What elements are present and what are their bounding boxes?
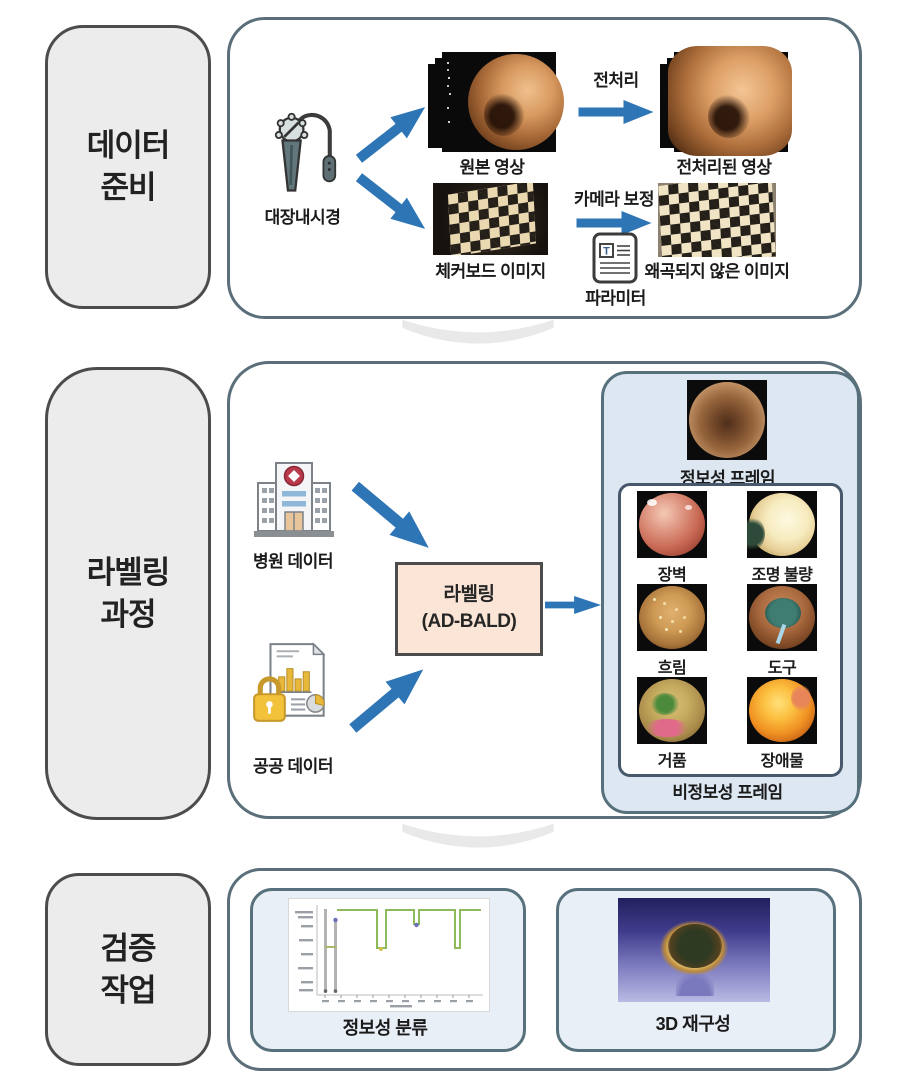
grid-caption-wall: 장벽 bbox=[657, 567, 687, 584]
undistorted-image bbox=[658, 183, 776, 257]
classification-caption: 정보성 분류 bbox=[342, 1018, 428, 1038]
endoscope-caption: 대장내시경 bbox=[264, 208, 341, 227]
chevron-down-1 bbox=[402, 319, 554, 344]
x-axis-title bbox=[390, 1005, 412, 1008]
grid-caption-tool: 도구 bbox=[767, 660, 797, 677]
public-data-icon bbox=[253, 642, 326, 722]
informative-frame-image bbox=[687, 380, 767, 460]
labeling-box-line1: 라벨링 bbox=[443, 584, 495, 606]
arrow-calibration bbox=[558, 211, 670, 235]
parameter-letter: T bbox=[603, 246, 610, 258]
parameter-caption: 파라미터 bbox=[585, 289, 646, 308]
stage-label-text: 검증 작업 bbox=[100, 930, 156, 1008]
grid-image-blur bbox=[637, 584, 707, 651]
3d-reconstruction-image bbox=[618, 898, 770, 1002]
calibration-arrow-label: 카메라 보정 bbox=[574, 190, 654, 209]
grid-image-wall bbox=[637, 491, 707, 558]
labeling-ad-bald-box: 라벨링 (AD-BALD) bbox=[395, 562, 543, 656]
stage-label-text: 라벨링 과정 bbox=[86, 554, 171, 632]
grid-caption-obstacle: 장애물 bbox=[760, 753, 804, 770]
arrow-endoscope-to-checkerboard bbox=[350, 165, 435, 240]
x-axis-tick-labels bbox=[322, 1000, 473, 1003]
hospital-data-caption: 병원 데이터 bbox=[253, 552, 333, 571]
x-axis-ticks bbox=[324, 995, 470, 998]
stage-label-verification: 검증 작업 bbox=[45, 873, 211, 1066]
grid-caption-poor-lighting: 조명 불량 bbox=[751, 567, 813, 584]
checkerboard-caption: 체커보드 이미지 bbox=[435, 262, 546, 281]
classification-line bbox=[337, 909, 481, 949]
y-axis-labels bbox=[295, 911, 313, 992]
reconstruction-box bbox=[556, 888, 836, 1052]
stage-label-text: 데이터 준비 bbox=[86, 128, 171, 205]
grid-caption-blur: 흐림 bbox=[657, 660, 687, 677]
labeling-box-line2: (AD-BALD) bbox=[421, 611, 517, 632]
osd-text-specks bbox=[447, 62, 449, 64]
arrow-hospital-to-labeling bbox=[344, 473, 439, 561]
noninformative-frames-caption: 비정보성 프레임 bbox=[672, 783, 783, 802]
preprocessed-image-stack bbox=[660, 46, 792, 156]
preprocessed-image-caption: 전처리된 영상 bbox=[676, 158, 772, 177]
pie-chart-glyph bbox=[306, 693, 325, 713]
arrow-endoscope-to-original bbox=[350, 95, 435, 170]
arrow-labeling-to-results bbox=[545, 593, 601, 617]
grid-image-poor-lighting bbox=[747, 491, 817, 558]
chevron-down-2 bbox=[402, 823, 554, 848]
original-image-stack bbox=[428, 52, 564, 152]
grid-image-tool bbox=[747, 584, 817, 651]
undistorted-caption: 왜곡되지 않은 이미지 bbox=[644, 262, 790, 281]
arrow-public-to-labeling bbox=[342, 656, 434, 741]
classification-chart bbox=[288, 898, 490, 1012]
endoscope-icon bbox=[274, 112, 337, 192]
reconstruction-caption: 3D 재구성 bbox=[655, 1014, 731, 1034]
stage-label-data-preparation: 데이터 준비 bbox=[45, 25, 211, 309]
original-image-caption: 원본 영상 bbox=[459, 158, 525, 177]
parameter-document-icon: T bbox=[592, 232, 638, 284]
padlock-glyph bbox=[253, 676, 286, 722]
arrow-preprocess bbox=[562, 100, 670, 124]
checkerboard-image bbox=[433, 183, 548, 255]
stage-label-labeling-process: 라벨링 과정 bbox=[45, 367, 211, 820]
preprocess-arrow-label: 전처리 bbox=[593, 71, 639, 90]
hospital-icon bbox=[254, 462, 334, 537]
grid-caption-foam: 거품 bbox=[657, 753, 687, 770]
public-data-caption: 공공 데이터 bbox=[253, 757, 333, 776]
grid-image-foam bbox=[637, 677, 707, 744]
grid-image-obstacle bbox=[747, 677, 817, 744]
